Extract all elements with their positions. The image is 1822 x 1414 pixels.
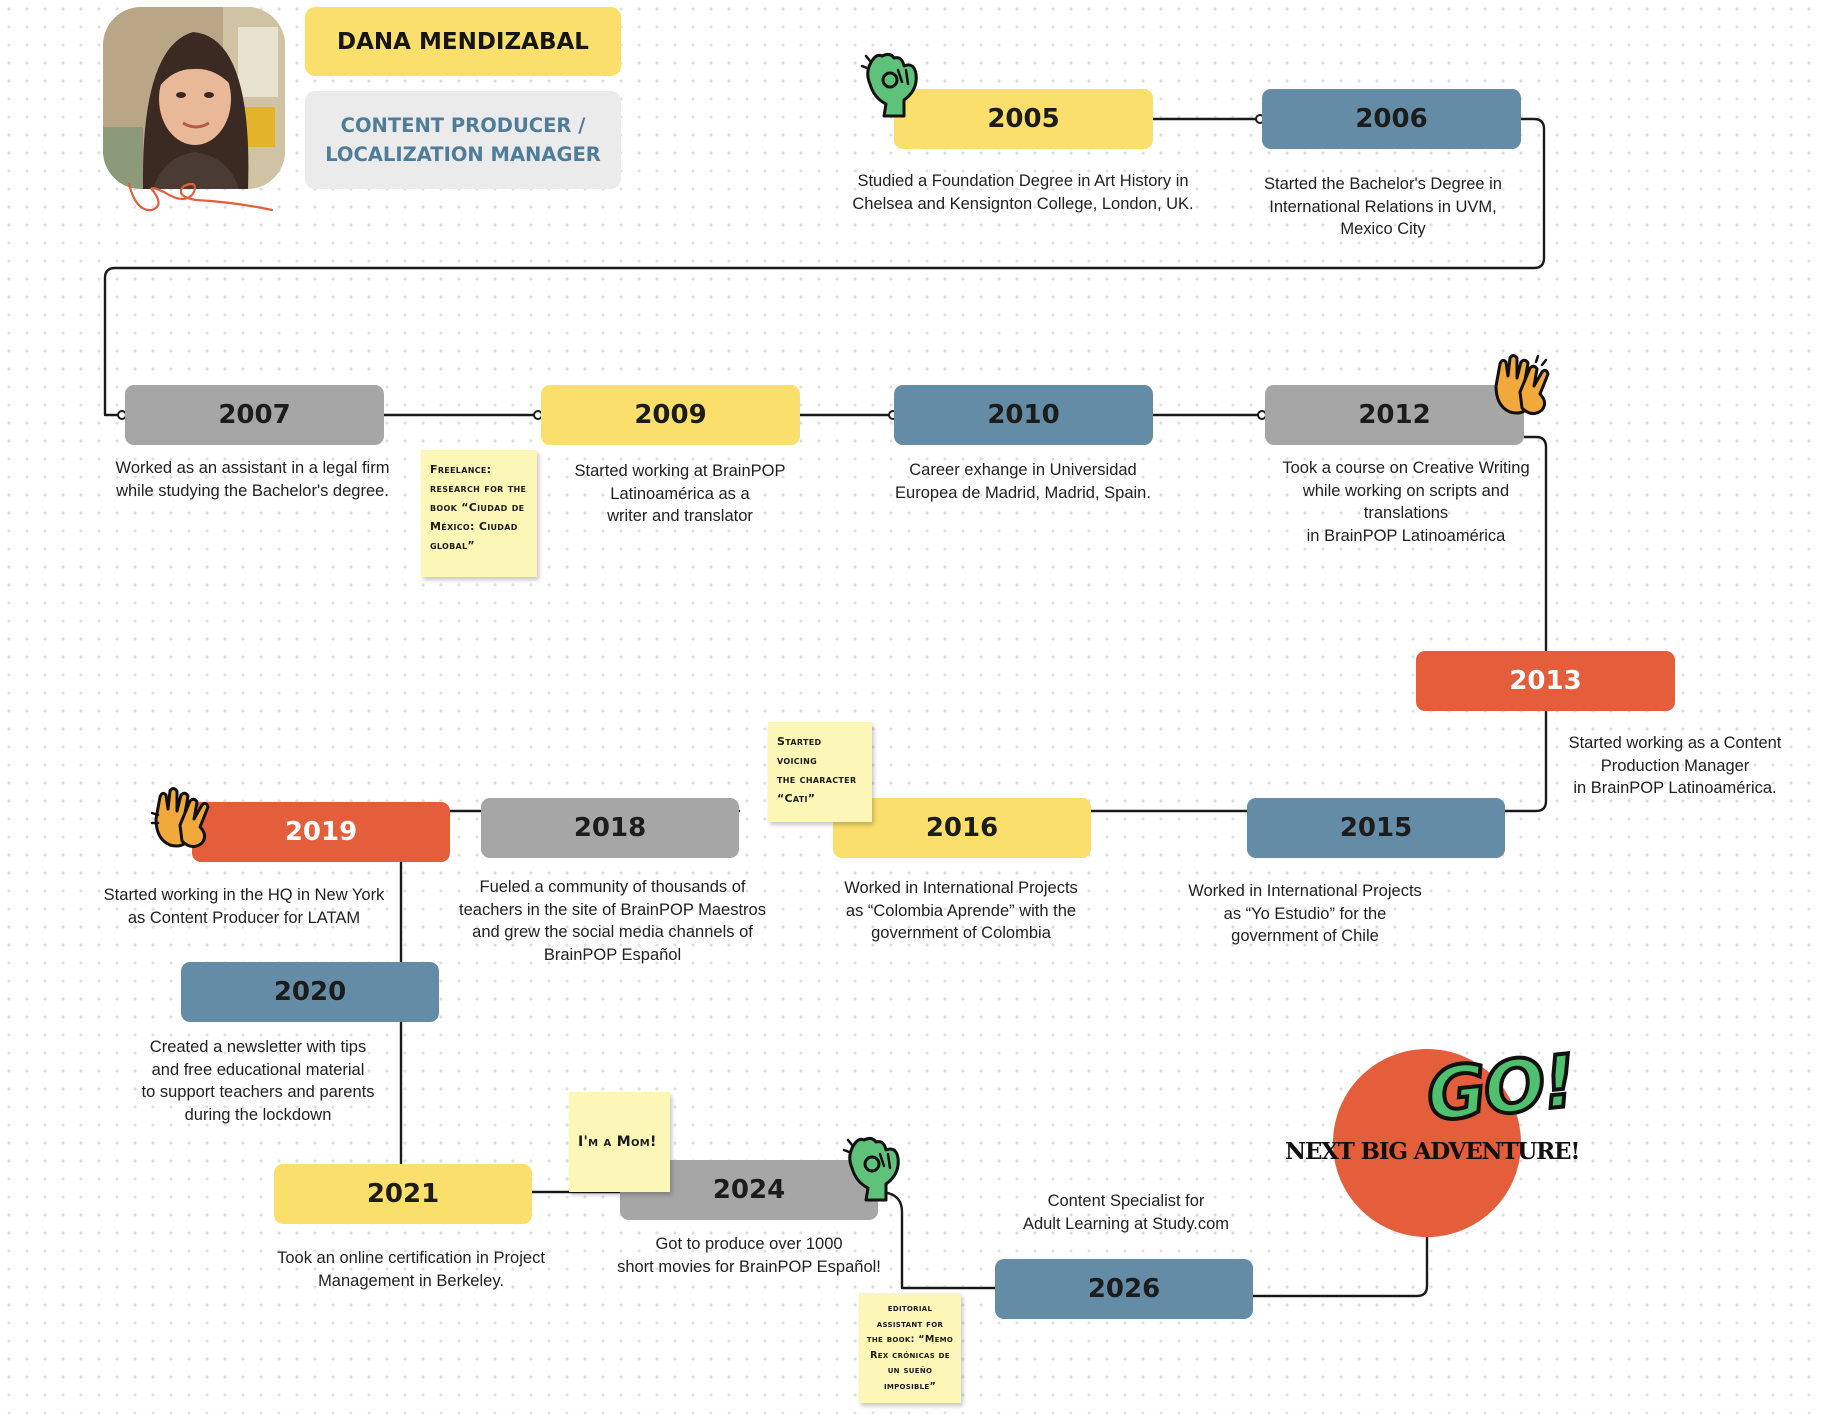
year-desc-2013: Started working as a Content Production … bbox=[1568, 734, 1782, 797]
year-box-2026: 2026 bbox=[995, 1259, 1253, 1319]
year-desc-2010: Career exhange in Universidad Europea de… bbox=[895, 461, 1151, 502]
year-box-2021: 2021 bbox=[274, 1164, 532, 1224]
year-box-2007: 2007 bbox=[125, 385, 384, 445]
year-box-2005: 2005 bbox=[894, 89, 1153, 149]
year-desc-2005: Studied a Foundation Degree in Art Histo… bbox=[852, 172, 1194, 213]
year-box-2018: 2018 bbox=[481, 798, 739, 858]
ok-hand-sticker-icon bbox=[860, 52, 918, 118]
profile-role: CONTENT PRODUCER / LOCALIZATION MANAGER bbox=[305, 91, 621, 189]
sticky-note-freelance: Freelance: research for the book “Ciudad… bbox=[421, 450, 537, 577]
year-desc-2015: Worked in International Projects as “Yo … bbox=[1188, 882, 1422, 945]
ok-hand-sticker-icon bbox=[842, 1136, 900, 1202]
year-desc-2016: Worked in International Projects as “Col… bbox=[844, 879, 1078, 942]
high-five-sticker-icon bbox=[1494, 354, 1550, 415]
year-box-2020: 2020 bbox=[181, 962, 439, 1022]
finale-circle bbox=[1333, 1049, 1521, 1237]
year-box-2016: 2016 bbox=[833, 798, 1091, 858]
year-desc-2018: Fueled a community of thousands of teach… bbox=[459, 878, 766, 964]
year-box-2009: 2009 bbox=[541, 385, 800, 445]
year-desc-2021: Took an online certification in Project … bbox=[277, 1249, 545, 1290]
squiggle-icon bbox=[127, 182, 274, 212]
sticky-note-voicing: Started voicing the character “Cati” bbox=[768, 722, 872, 822]
year-box-2013: 2013 bbox=[1416, 651, 1675, 711]
year-desc-2009: Started working at BrainPOP Latinoaméric… bbox=[574, 462, 786, 525]
year-desc-2020: Created a newsletter with tips and free … bbox=[141, 1038, 375, 1124]
profile-name: DANA MENDIZABAL bbox=[305, 7, 621, 76]
go-heading: GO! bbox=[1421, 1037, 1580, 1140]
year-desc-2012: Took a course on Creative Writing while … bbox=[1282, 459, 1530, 545]
year-box-2012: 2012 bbox=[1265, 385, 1524, 445]
year-desc-2024: Got to produce over 1000 short movies fo… bbox=[617, 1235, 881, 1276]
year-desc-2026: Content Specialist for Adult Learning at… bbox=[1022, 1192, 1230, 1233]
sticky-note-editorial: editorial assistant for the book: “Memo … bbox=[859, 1293, 961, 1403]
year-box-2010: 2010 bbox=[894, 385, 1153, 445]
year-box-2006: 2006 bbox=[1262, 89, 1521, 149]
profile-photo bbox=[103, 7, 285, 189]
year-desc-2019: Started working in the HQ in New York as… bbox=[103, 886, 385, 927]
year-desc-2007: Worked as an assistant in a legal firm w… bbox=[115, 459, 390, 500]
next-adventure-heading: NEXT BIG ADVENTURE! bbox=[1285, 1138, 1580, 1165]
year-box-2019: 2019 bbox=[192, 802, 450, 862]
year-box-2015: 2015 bbox=[1247, 798, 1505, 858]
sticky-note-mom: I'm a Mom! bbox=[569, 1092, 670, 1192]
high-five-sticker-icon bbox=[150, 787, 210, 848]
year-desc-2006: Started the Bachelor's Degree in Interna… bbox=[1264, 175, 1502, 238]
